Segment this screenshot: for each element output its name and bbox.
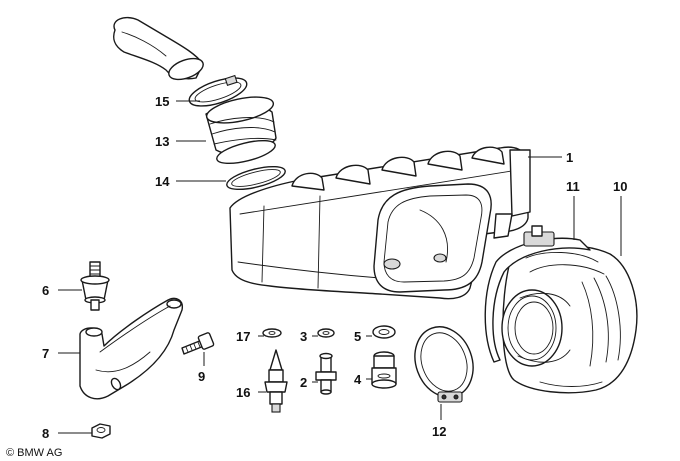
label-3: 3 bbox=[300, 329, 307, 344]
label-15: 15 bbox=[155, 94, 169, 109]
label-14: 14 bbox=[155, 174, 170, 189]
label-8: 8 bbox=[42, 426, 49, 441]
label-4: 4 bbox=[354, 372, 362, 387]
label-6: 6 bbox=[42, 283, 49, 298]
label-1: 1 bbox=[566, 150, 573, 165]
seal-ring-11 bbox=[484, 225, 591, 363]
label-7: 7 bbox=[42, 346, 49, 361]
copyright-text: © BMW AG bbox=[6, 447, 62, 459]
sensor-16 bbox=[264, 349, 288, 413]
bracket-7 bbox=[79, 297, 183, 400]
hose-clamp-14 bbox=[226, 165, 286, 191]
nipple-2 bbox=[315, 352, 337, 395]
bolt-9 bbox=[181, 332, 215, 355]
grommet-5 bbox=[372, 325, 396, 339]
label-5: 5 bbox=[354, 329, 361, 344]
washer-17 bbox=[262, 328, 282, 338]
air-filter-10 bbox=[501, 244, 638, 394]
label-9: 9 bbox=[198, 369, 205, 384]
rubber-sleeve-13 bbox=[205, 96, 277, 165]
intake-housing-1 bbox=[229, 146, 531, 300]
nut-8 bbox=[91, 423, 111, 439]
grommet-4 bbox=[371, 351, 397, 389]
label-12: 12 bbox=[432, 424, 446, 439]
label-13: 13 bbox=[155, 134, 169, 149]
rubber-mount-6 bbox=[80, 261, 110, 311]
label-16: 16 bbox=[236, 385, 250, 400]
label-2: 2 bbox=[300, 375, 307, 390]
label-17: 17 bbox=[236, 329, 250, 344]
intake-elbow-pipe bbox=[113, 16, 204, 81]
leader-lines bbox=[58, 100, 622, 434]
hose-clamp-12 bbox=[414, 326, 474, 403]
label-11: 11 bbox=[566, 179, 580, 194]
washer-3 bbox=[317, 328, 335, 338]
label-10: 10 bbox=[613, 179, 627, 194]
